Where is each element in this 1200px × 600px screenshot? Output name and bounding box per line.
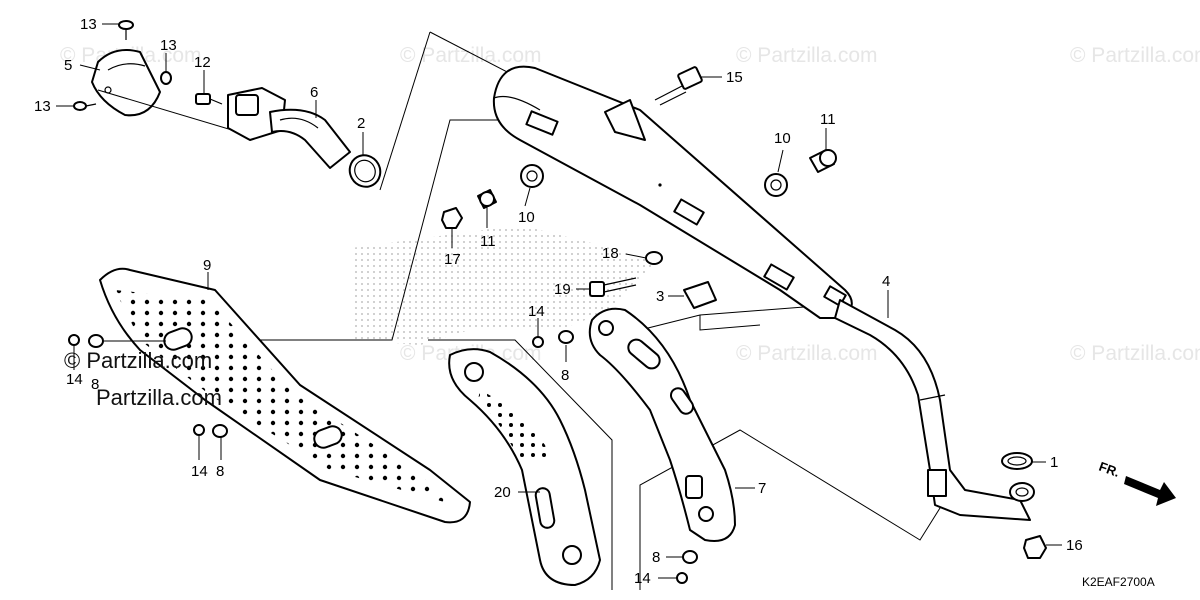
callout-6: 6 [310, 84, 318, 101]
callout-10: 10 [518, 209, 535, 226]
callout-7: 7 [758, 480, 766, 497]
callout-19: 19 [554, 281, 571, 298]
callout-5: 5 [64, 57, 72, 74]
callout-1: 1 [1050, 454, 1058, 471]
front-direction-indicator: FR. [1097, 459, 1176, 506]
diagram-code: K2EAF2700A [1082, 575, 1155, 589]
callout-14: 14 [634, 570, 651, 587]
callout-4: 4 [882, 273, 890, 290]
part-20-heat-shield [448, 348, 601, 586]
callout-8: 8 [652, 549, 660, 566]
callout-14: 14 [191, 463, 208, 480]
callout-8: 8 [91, 376, 99, 393]
callout-15: 15 [726, 69, 743, 86]
part-6-pipe [269, 108, 351, 169]
part-16-nut [1023, 535, 1047, 559]
callout-11: 11 [820, 111, 836, 128]
part-11-collar-right [809, 149, 837, 173]
callout-2: 2 [357, 115, 365, 132]
watermark-text: © Partzilla.com [1070, 342, 1200, 365]
callout-18: 18 [602, 245, 619, 262]
part-9-heat-shield [99, 267, 471, 524]
callout-20: 20 [494, 484, 511, 501]
part-7-heat-shield [588, 307, 736, 542]
part-3-rubber-block [683, 281, 717, 309]
part-10-rubber-left [520, 164, 544, 188]
part-4-exhaust-pipe [834, 299, 1031, 521]
callout-14: 14 [528, 303, 545, 320]
callout-13: 13 [160, 37, 177, 54]
watermark-text: © Partzilla.com [1070, 44, 1200, 67]
watermarks: © Partzilla.com © Partzilla.com © Partzi… [60, 44, 1200, 365]
washers-set [68, 330, 698, 584]
fr-arrow-icon [1124, 476, 1176, 506]
callout-17: 17 [444, 251, 461, 268]
callout-13: 13 [34, 98, 51, 115]
callout-11: 11 [480, 233, 496, 250]
watermark-text: © Partzilla.com [400, 44, 542, 67]
part-10-rubber-right [764, 173, 788, 197]
fr-label: FR. [1097, 459, 1122, 480]
exhaust-port-flange [1009, 482, 1035, 502]
screw-13-top [118, 20, 134, 40]
partzilla-logo-top: © Partzilla.com [64, 348, 212, 373]
callout-12: 12 [194, 54, 211, 71]
callout-leaders [56, 23, 1062, 579]
screw-13-left [73, 101, 97, 111]
muffler-body [492, 65, 853, 319]
frame-silhouette [352, 225, 655, 345]
callout-numbers: 13 13 5 13 12 6 2 15 10 10 11 11 17 18 1… [34, 16, 1083, 587]
part-12-bolt [195, 93, 223, 105]
part-5-cover-cap [91, 49, 161, 117]
part-11-collar-left [477, 189, 497, 209]
watermark-text: © Partzilla.com [736, 44, 878, 67]
partzilla-logo: Partzilla.com [96, 385, 222, 410]
leader-line [97, 89, 233, 131]
watermark-text: © Partzilla.com [736, 342, 878, 365]
callout-8: 8 [561, 367, 569, 384]
part-1-gasket [1001, 452, 1033, 470]
part-19-bolt [589, 277, 637, 297]
callout-9: 9 [203, 257, 211, 274]
callout-16: 16 [1066, 537, 1083, 554]
callout-8: 8 [216, 463, 224, 480]
callout-14: 14 [66, 371, 83, 388]
part-15-bolt [654, 66, 703, 106]
part-17-nut [441, 207, 463, 229]
part-18-washer [645, 251, 663, 265]
callout-13: 13 [80, 16, 97, 33]
part-2-gasket [348, 154, 382, 188]
callout-10: 10 [774, 130, 791, 147]
callout-3: 3 [656, 288, 664, 305]
screw-13-mid [160, 71, 172, 85]
